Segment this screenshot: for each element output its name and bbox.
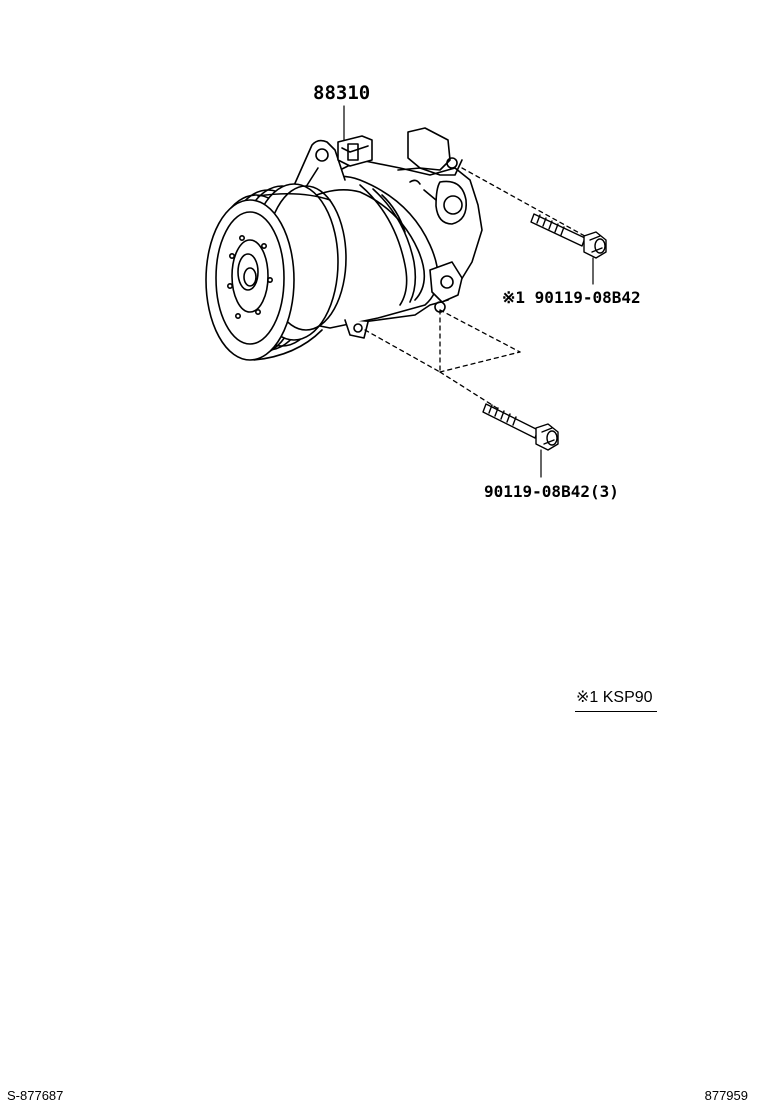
part-number-label-bolt-lower: 90119-08B42(3) [484, 482, 619, 501]
part-number-label-bolt-upper: ※1 90119-08B42 [502, 288, 641, 307]
model-note-underline [575, 711, 657, 712]
ac-compressor-illustration [205, 127, 483, 361]
footer-right-code: 877959 [704, 1088, 748, 1103]
model-note: ※1 KSP90 [576, 689, 653, 706]
bolt-lower-icon [482, 403, 559, 478]
part-number-label-compressor: 88310 [313, 82, 371, 104]
bolt-upper-icon [530, 213, 607, 285]
leader-lines [364, 167, 593, 411]
footer-left-code: S-877687 [7, 1088, 64, 1103]
